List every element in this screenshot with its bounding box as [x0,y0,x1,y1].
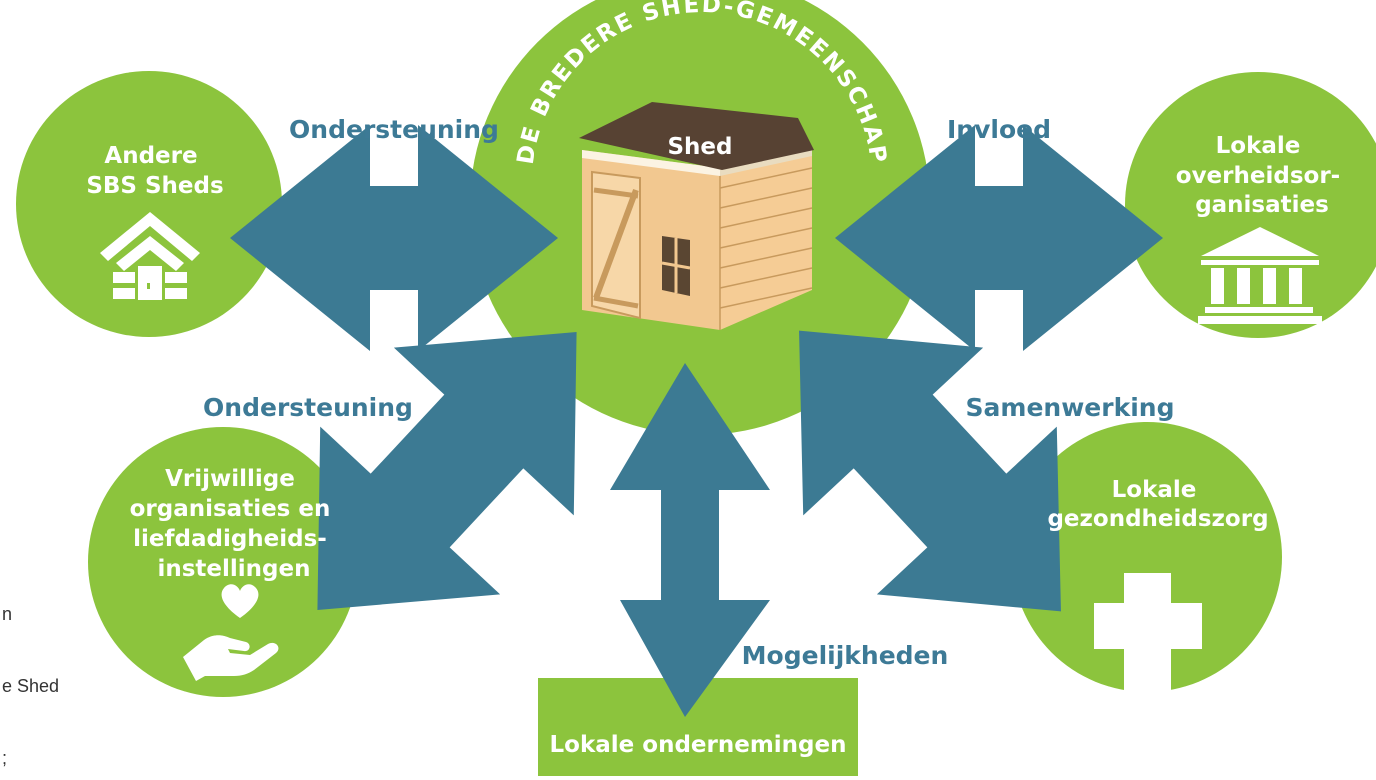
node-circle-local-gov [1125,72,1376,338]
relation-label-business: Mogelijkheden [742,641,949,670]
heart-hand-icon [183,584,279,681]
relation-label-voluntary: Ondersteuning [203,393,413,422]
node-title-voluntary: Vrijwillige organisaties en liefdadighei… [130,466,339,582]
medical-cross-icon [1094,573,1202,698]
relation-label-local-gov: Invloed [947,115,1051,144]
edge-text-fragment-1: n [2,604,13,624]
arrow-business [610,363,770,717]
relation-label-other-sheds: Ondersteuning [289,115,499,144]
node-title-local-gov: Lokale overheidsor- ganisaties [1176,133,1348,218]
arrow-other-sheds [230,125,558,351]
node-title-business: Lokale ondernemingen [550,732,847,758]
node-title-healthcare: Lokale gezondheidszorg [1047,477,1268,532]
shed-roof [579,102,814,170]
bank-building-icon [1198,227,1322,324]
arrow-healthcare [799,330,1061,612]
node-circle-voluntary [88,427,358,697]
node-circle-healthcare [1012,422,1282,692]
relation-label-healthcare: Samenwerking [966,393,1175,422]
arrow-local-gov [835,125,1163,351]
arrow-voluntary [317,332,577,610]
shed-label: Shed [667,134,732,160]
node-title-other-sheds: Andere SBS Sheds [86,143,223,199]
house-icon [100,212,200,300]
shed-illustration: Shed [579,102,814,330]
node-circle-other-sheds [16,71,282,337]
edge-text-fragment-3: ; [2,748,8,768]
edge-text-fragment-2: e Shed [2,676,60,696]
